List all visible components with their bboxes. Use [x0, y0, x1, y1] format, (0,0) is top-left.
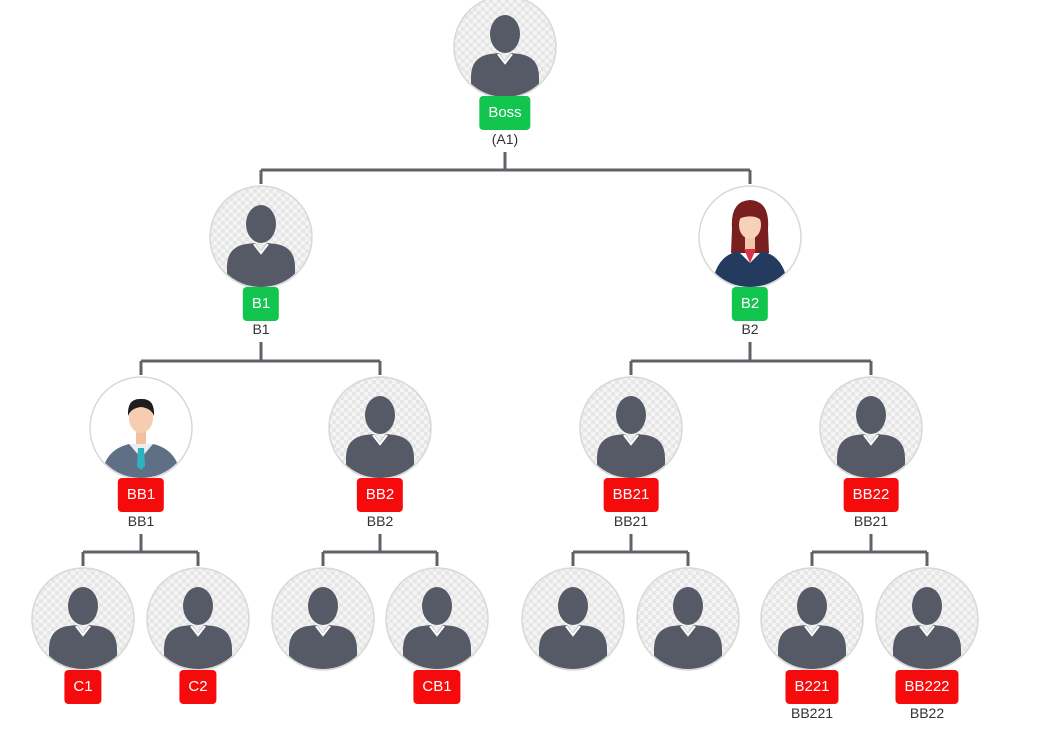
node-label-c1: C1 — [64, 670, 102, 704]
connector-b1 — [139, 342, 382, 375]
generic-avatar-icon — [760, 567, 864, 671]
generic-avatar-icon — [209, 185, 313, 289]
node-sublabel-bb2: BB2 — [366, 513, 394, 529]
generic-avatar-icon — [521, 567, 625, 671]
node-label-b221: B221 — [785, 670, 839, 704]
node-label-bb2: BB2 — [356, 478, 404, 512]
generic-avatar-icon — [579, 376, 683, 480]
connector-bb22 — [810, 534, 929, 566]
connector-boss — [259, 152, 752, 184]
node-sublabel-b2: B2 — [741, 321, 759, 337]
connector-bb2 — [321, 534, 439, 566]
node-label-bb22: BB22 — [843, 478, 899, 512]
connectors — [81, 152, 929, 566]
node-sublabel-bb222: BB22 — [909, 705, 945, 721]
node-sublabel-b221: BB221 — [790, 705, 834, 721]
generic-avatar-icon — [819, 376, 923, 480]
woman-avatar-icon — [698, 185, 802, 289]
node-label-b1: B1 — [242, 287, 280, 321]
generic-avatar-icon — [453, 0, 557, 99]
node-label-cb1: CB1 — [413, 670, 461, 704]
generic-avatar-icon — [146, 567, 250, 671]
node-label-b2: B2 — [731, 287, 769, 321]
generic-avatar-icon — [385, 567, 489, 671]
node-sublabel-b1: B1 — [252, 321, 270, 337]
generic-avatar-icon — [636, 567, 740, 671]
node-sublabel-bb21: BB21 — [613, 513, 649, 529]
connector-b2 — [629, 342, 873, 375]
connector-bb21 — [571, 534, 690, 566]
node-sublabel-bb1: BB1 — [127, 513, 155, 529]
connector-bb1 — [81, 534, 200, 566]
generic-avatar-icon — [875, 567, 979, 671]
generic-avatar-icon — [31, 567, 135, 671]
generic-avatar-icon — [271, 567, 375, 671]
businessman-avatar-icon — [89, 376, 193, 480]
node-label-bb222: BB222 — [895, 670, 959, 704]
nodes — [31, 0, 979, 671]
node-sublabel-boss: (A1) — [491, 131, 519, 147]
node-label-bb21: BB21 — [603, 478, 659, 512]
node-label-bb1: BB1 — [117, 478, 165, 512]
node-label-boss: Boss — [479, 96, 531, 130]
generic-avatar-icon — [328, 376, 432, 480]
node-sublabel-bb22: BB21 — [853, 513, 889, 529]
node-label-c2: C2 — [179, 670, 217, 704]
